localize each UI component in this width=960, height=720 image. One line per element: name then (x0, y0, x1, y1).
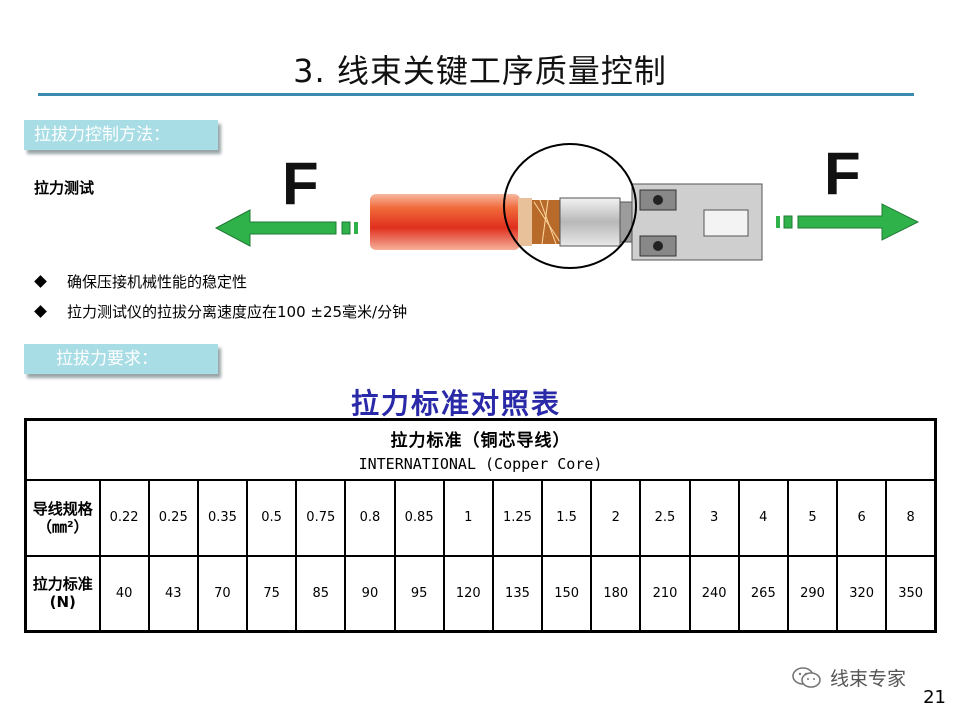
crimp-barrel (559, 197, 621, 247)
wire-size-cell: 3 (688, 478, 740, 557)
pull-force-table: 拉力标准（铜芯导线） INTERNATIONAL (Copper Core) 导… (24, 418, 937, 633)
row-label-pull-force: 拉力标准(N) (24, 554, 101, 633)
wire-size-cell: 0.85 (393, 478, 445, 557)
pull-force-cell: 350 (885, 554, 937, 633)
pull-force-cell: 210 (639, 554, 691, 633)
pull-force-cell: 180 (590, 554, 642, 633)
pull-force-cell: 85 (295, 554, 347, 633)
left-force-label: F (282, 150, 319, 217)
left-pull-arrow-icon (214, 209, 358, 247)
pull-force-cell: 120 (442, 554, 494, 633)
pull-force-cell: 70 (196, 554, 249, 633)
pull-force-cell: 95 (393, 554, 445, 633)
section-label-pull-requirements: 拉拔力要求： (24, 344, 218, 374)
wechat-icon (792, 666, 821, 688)
bullet-text: 拉力测试仪的拉拔分离速度应在100 ±25毫米/分钟 (67, 302, 408, 321)
right-force-label: F (824, 140, 861, 207)
pull-test-bullets: 确保压接机械性能的稳定性 拉力测试仪的拉拔分离速度应在100 ±25毫米/分钟 (32, 266, 407, 326)
bullet-item: 拉力测试仪的拉拔分离速度应在100 ±25毫米/分钟 (32, 296, 407, 326)
pull-test-diagram: F F (214, 140, 920, 269)
table-header-en: INTERNATIONAL (Copper Core) (358, 455, 603, 474)
wire-size-cell: 1.25 (491, 478, 544, 557)
bullet-text: 确保压接机械性能的稳定性 (67, 272, 248, 291)
wire-size-cell: 1.5 (541, 478, 593, 557)
wire-size-cell: 2 (590, 478, 642, 557)
right-pull-arrow-icon (776, 203, 920, 241)
pull-force-cell: 320 (836, 554, 888, 633)
pull-force-cell: 135 (491, 554, 544, 633)
wire-size-cell: 2.5 (639, 478, 691, 557)
wire-insulation (370, 194, 520, 250)
table-header: 拉力标准（铜芯导线） INTERNATIONAL (Copper Core) (24, 418, 937, 481)
crimp-inspection-circle (503, 143, 637, 269)
diamond-bullet-icon (34, 274, 47, 288)
pull-force-cell: 240 (688, 554, 740, 633)
title-divider (38, 93, 914, 96)
slide-title: 3. 线束关键工序质量控制 (293, 52, 667, 90)
pull-force-cell: 90 (344, 554, 396, 633)
pull-force-cell: 40 (98, 554, 150, 633)
wire-size-cell: 0.8 (344, 478, 396, 557)
wire-size-cell: 0.75 (295, 478, 347, 557)
table-title: 拉力标准对照表 (350, 387, 561, 420)
pull-force-cell: 150 (541, 554, 593, 633)
watermark: 线束专家 (792, 664, 906, 691)
wire-size-cell: 0.25 (147, 478, 199, 557)
pull-force-cell: 265 (737, 554, 789, 633)
table-header-cn: 拉力标准（铜芯导线） (390, 431, 571, 452)
section-label-pull-method: 拉拔力控制方法： (24, 120, 218, 150)
wire-size-cell: 0.5 (246, 478, 298, 557)
diamond-bullet-icon (34, 304, 47, 318)
bullet-item: 确保压接机械性能的稳定性 (32, 266, 407, 296)
watermark-text: 线束专家 (830, 668, 907, 690)
pull-test-heading: 拉力测试 (34, 179, 95, 197)
wire-size-cell: 1 (442, 478, 494, 557)
wire-size-cell: 0.22 (98, 478, 150, 557)
pull-force-cell: 290 (786, 554, 839, 633)
wire-size-cell: 6 (836, 478, 888, 557)
pull-force-cell: 75 (246, 554, 298, 633)
pull-force-cell: 43 (147, 554, 199, 633)
copper-strands (532, 199, 562, 245)
wire-size-cell: 5 (786, 478, 839, 557)
wire-size-cell: 8 (885, 478, 937, 557)
wire-size-cell: 0.35 (196, 478, 249, 557)
row-label-wire-size: 导线规格（㎜²） (24, 478, 101, 557)
page-number: 21 (923, 687, 946, 708)
wire-size-cell: 4 (737, 478, 789, 557)
